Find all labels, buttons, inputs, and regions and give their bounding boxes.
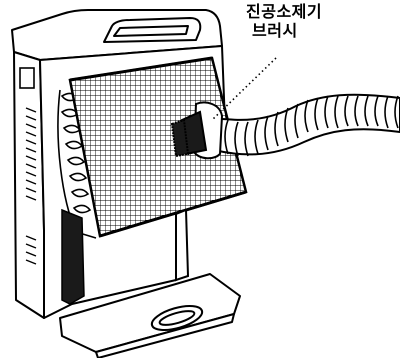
interior-cavity xyxy=(62,210,84,304)
callout-line-1: 진공소제기 xyxy=(246,2,322,21)
vacuum-hose xyxy=(210,95,400,156)
callout-line-2: 브러시 xyxy=(246,21,322,40)
brush-callout-label: 진공소제기 브러시 xyxy=(246,2,322,40)
support-column xyxy=(176,210,188,280)
